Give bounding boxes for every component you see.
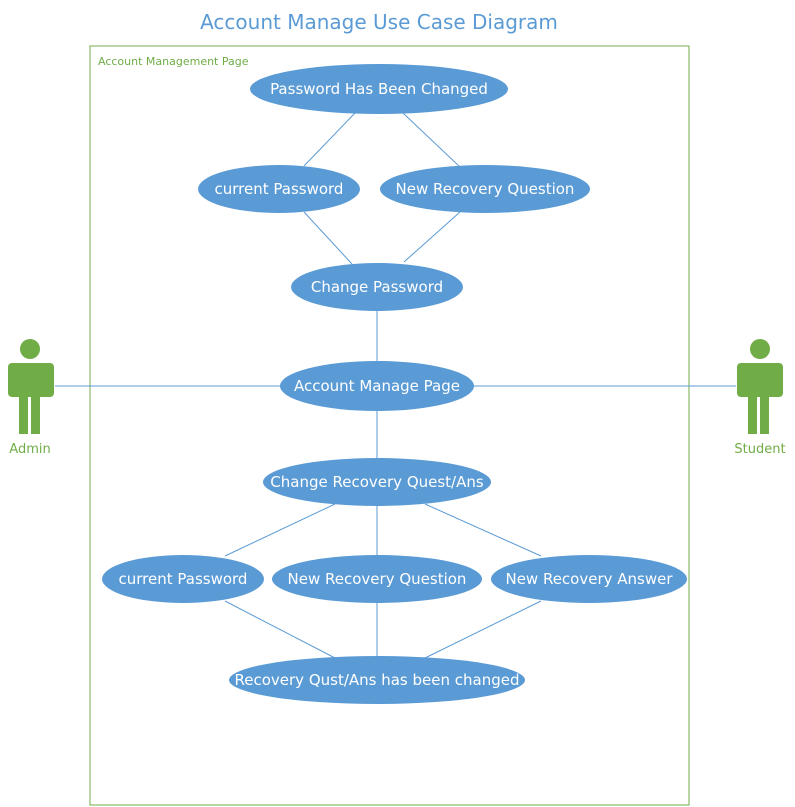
use-case-new-recovery-question-top: New Recovery Question <box>380 165 590 213</box>
use-case-current-password-top: current Password <box>198 165 360 213</box>
connectors <box>55 112 736 659</box>
use-case-label: New Recovery Question <box>288 570 467 588</box>
use-case-new-recovery-answer: New Recovery Answer <box>491 555 687 603</box>
use-case-current-password-bottom: current Password <box>102 555 264 603</box>
use-case-label: Change Recovery Quest/Ans <box>270 473 484 491</box>
actor-icon <box>20 339 40 359</box>
use-case-change-recovery: Change Recovery Quest/Ans <box>263 458 491 506</box>
diagram-title: Account Manage Use Case Diagram <box>200 10 558 34</box>
actor-admin <box>8 339 54 434</box>
connector-change-recovery-to-current-bottom <box>224 503 336 557</box>
use-case-change-password: Change Password <box>291 263 463 311</box>
actor-student-label: Student <box>734 442 785 457</box>
system-boundary-label: Account Management Page <box>98 55 249 68</box>
connector-answer-to-recovery-changed <box>424 600 542 659</box>
connector-current-top-to-change-password <box>303 211 353 265</box>
connector-changed-to-question-top <box>402 112 461 168</box>
use-case-label: Password Has Been Changed <box>270 80 488 98</box>
use-case-label: current Password <box>119 570 248 588</box>
use-case-new-recovery-question-bottom: New Recovery Question <box>272 555 482 603</box>
use-case-label: Recovery Qust/Ans has been changed <box>235 671 520 689</box>
connector-change-recovery-to-answer <box>424 503 542 557</box>
use-case-recovery-changed: Recovery Qust/Ans has been changed <box>229 656 525 704</box>
connector-current-bottom-to-recovery-changed <box>224 600 336 659</box>
actor-student <box>737 339 783 434</box>
connector-question-top-to-change-password <box>403 211 461 263</box>
use-case-label: New Recovery Answer <box>505 570 673 588</box>
use-case-label: Account Manage Page <box>294 377 460 395</box>
use-case-password-changed: Password Has Been Changed <box>250 64 508 114</box>
use-case-label: New Recovery Question <box>396 180 575 198</box>
actor-admin-label: Admin <box>9 442 50 457</box>
connector-changed-to-current-top <box>303 112 356 167</box>
actor-icon <box>750 339 770 359</box>
use-case-label: current Password <box>215 180 344 198</box>
system-boundary <box>89 45 690 806</box>
use-case-account-manage-page: Account Manage Page <box>280 361 474 411</box>
use-case-label: Change Password <box>311 278 443 296</box>
